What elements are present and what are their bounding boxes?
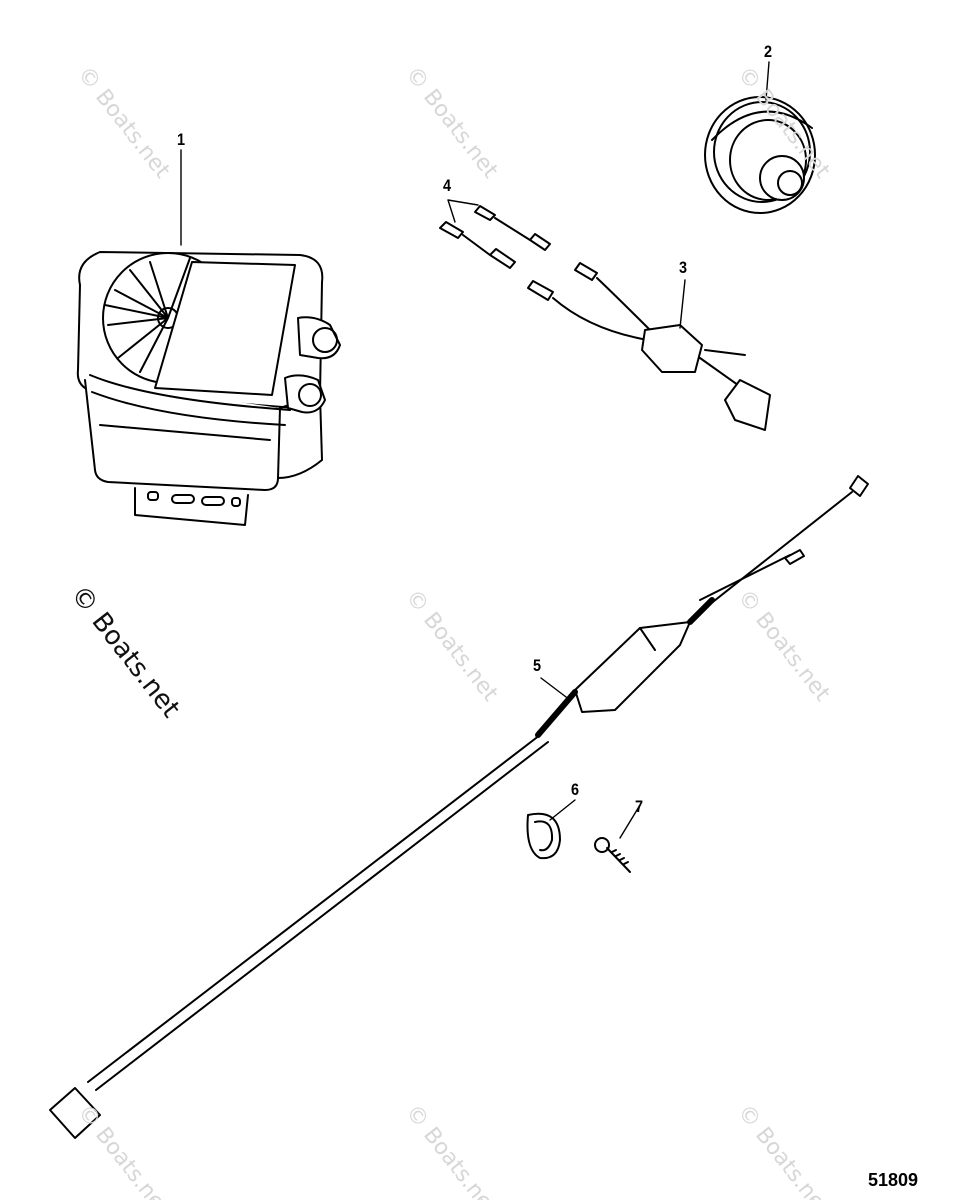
callout-6: 6 [571,780,580,799]
part-4-connectors [439,205,551,269]
callout-1: 1 [177,130,186,149]
part-3-y-harness [527,262,771,431]
part-5-long-harness [49,475,869,1139]
leader-lines [180,61,770,839]
callout-3: 3 [679,258,688,277]
part-7-screw [594,837,631,873]
callout-4: 4 [443,176,452,195]
part-6-cable-tie [526,812,561,860]
callout-7: 7 [635,797,644,816]
part-2-receptacle [704,96,816,214]
part-1-control-module [76,251,341,526]
diagram-reference-number: 51809 [868,1170,919,1190]
callout-5: 5 [533,656,542,675]
callout-2: 2 [764,42,773,61]
